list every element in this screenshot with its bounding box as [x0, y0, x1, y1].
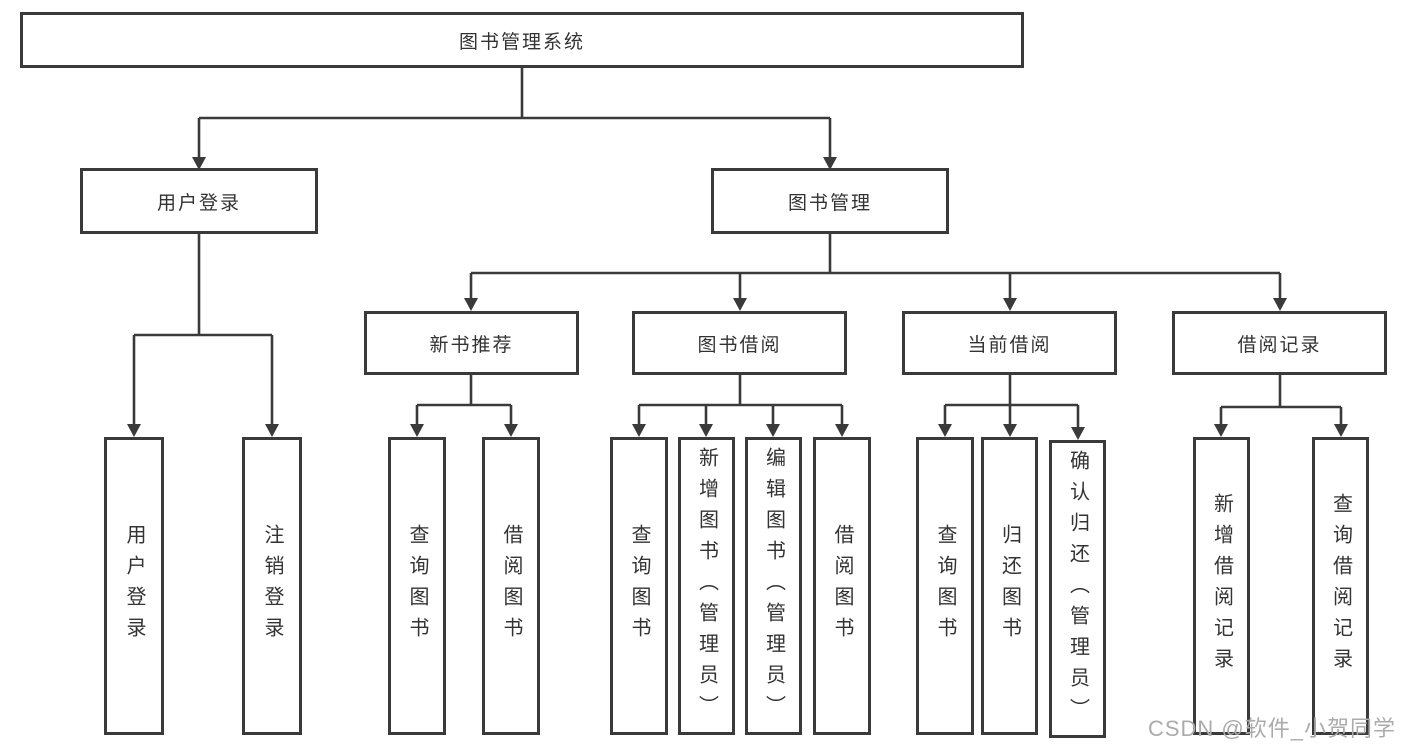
- node-label: 用户登录: [156, 192, 241, 214]
- node-current-borrow: 当前借阅: [902, 311, 1117, 375]
- arrowhead: [938, 424, 952, 437]
- arrowhead: [835, 424, 849, 437]
- node-label: 新书推荐: [429, 334, 514, 356]
- node-label: 图书管理系统: [458, 31, 585, 53]
- node-book-mgmt: 图书管理: [711, 168, 949, 234]
- arrowhead: [1003, 424, 1017, 437]
- node-label: 新增借阅记录: [1210, 493, 1233, 679]
- node-label: 查询借阅记录: [1329, 493, 1352, 679]
- leaf-newbook-query: 查询图书: [388, 437, 446, 735]
- node-book-borrow: 图书借阅: [632, 311, 847, 375]
- leaf-user-login: 用户登录: [104, 437, 164, 735]
- leaf-current-query: 查询图书: [916, 437, 974, 735]
- node-label: 新增图书（管理员）: [695, 446, 718, 726]
- node-root: 图书管理系统: [20, 12, 1024, 68]
- node-label: 当前借阅: [967, 334, 1052, 356]
- node-label: 图书借阅: [697, 334, 782, 356]
- leaf-current-confirm-admin: 确认归还（管理员）: [1049, 440, 1106, 738]
- leaf-borrow-edit-admin: 编辑图书（管理员）: [745, 437, 802, 735]
- node-new-book-recommend: 新书推荐: [364, 311, 579, 375]
- node-label: 查询图书: [406, 524, 428, 648]
- arrowhead: [1273, 298, 1287, 311]
- arrowhead: [733, 298, 747, 311]
- arrowhead: [632, 424, 646, 437]
- arrowhead: [504, 424, 518, 437]
- leaf-record-query: 查询借阅记录: [1312, 437, 1369, 735]
- arrowhead: [699, 424, 713, 437]
- csdn-watermark: CSDN @软件_小贺同学: [1147, 716, 1396, 741]
- node-label: 借阅图书: [500, 524, 522, 648]
- node-label: 编辑图书（管理员）: [762, 446, 785, 726]
- node-label: 图书管理: [787, 192, 872, 214]
- node-label: 查询图书: [934, 524, 956, 648]
- arrowhead: [127, 424, 141, 437]
- arrowhead: [766, 424, 780, 437]
- node-label: 注销登录: [261, 524, 283, 648]
- node-label: 借阅记录: [1237, 334, 1322, 356]
- node-label: 归还图书: [998, 524, 1021, 648]
- arrowhead: [464, 298, 478, 311]
- node-label: 查询图书: [628, 524, 650, 648]
- arrowhead: [410, 424, 424, 437]
- arrowhead: [265, 424, 279, 437]
- arrowhead: [1334, 424, 1348, 437]
- node-borrow-record: 借阅记录: [1172, 311, 1387, 375]
- leaf-borrow-add-admin: 新增图书（管理员）: [678, 437, 735, 735]
- node-label: 借阅图书: [831, 524, 853, 648]
- leaf-logout: 注销登录: [242, 437, 302, 735]
- leaf-current-return: 归还图书: [981, 437, 1038, 735]
- leaf-record-add: 新增借阅记录: [1193, 437, 1250, 735]
- node-label: 确认归还（管理员）: [1066, 449, 1089, 729]
- leaf-borrow-query: 查询图书: [610, 437, 668, 735]
- arrowhead: [1071, 427, 1085, 440]
- leaf-borrow-borrow: 借阅图书: [813, 437, 871, 735]
- arrowhead: [1003, 298, 1017, 311]
- leaf-newbook-borrow: 借阅图书: [482, 437, 540, 735]
- node-label: 用户登录: [123, 524, 145, 648]
- arrowhead: [1214, 424, 1228, 437]
- node-user-login: 用户登录: [80, 168, 318, 234]
